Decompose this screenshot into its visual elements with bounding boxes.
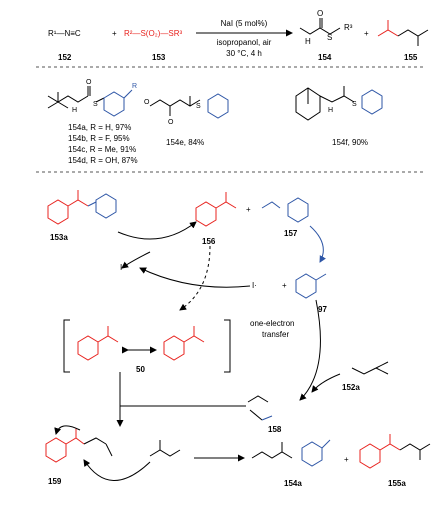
- product-155-structure: [377, 20, 429, 46]
- compound-158: [247, 395, 273, 421]
- plus-sign: +: [112, 29, 117, 38]
- structure-154f: H S: [295, 86, 383, 121]
- arrow-153a-to-156: [117, 221, 197, 240]
- plus-mech-1: +: [246, 205, 251, 214]
- compound-157: [261, 197, 309, 223]
- structure-154a-d: H O S R: [47, 79, 137, 117]
- label-158: 158: [268, 425, 282, 434]
- label-153: 153: [152, 53, 166, 62]
- label-157: 157: [284, 229, 298, 238]
- label-159: 159: [48, 477, 62, 486]
- svg-text:S: S: [196, 103, 201, 110]
- one-electron-label: one-electron: [250, 319, 294, 328]
- label-155: 155: [404, 53, 418, 62]
- product-154-structure: H O S R³: [299, 9, 353, 46]
- bracket-right: [224, 319, 231, 373]
- svg-text:H: H: [328, 107, 333, 114]
- svg-text:R³: R³: [344, 23, 353, 32]
- reagent-153-formula: R²—S(O₂)—SR³: [124, 29, 183, 38]
- compound-152a: [351, 361, 389, 375]
- structure-154e: O O S: [144, 93, 229, 126]
- arrow-iodide-release: [121, 251, 151, 269]
- mechanism: 153a 156 + 157 I⁻ I· + 97: [45, 190, 431, 488]
- example-154c: 154c, R = Me, 91%: [68, 145, 136, 154]
- label-155a: 155a: [388, 479, 406, 488]
- svg-text:O: O: [168, 119, 174, 126]
- svg-text:S: S: [352, 101, 357, 108]
- isopropanol: [83, 440, 181, 481]
- solvent: isopropanol, air: [217, 38, 272, 47]
- svg-text:R: R: [132, 83, 137, 90]
- compound-50: [77, 326, 205, 361]
- bracket-left: [63, 319, 70, 373]
- label-154: 154: [318, 53, 332, 62]
- example-154d: 154d, R = OH, 87%: [68, 156, 138, 165]
- plus-sign-2: +: [364, 29, 369, 38]
- svg-text:S: S: [93, 101, 98, 108]
- svg-text:S: S: [327, 33, 332, 42]
- top-reaction: R¹—N≡C 152 + R²—S(O₂)—SR³ 153 NaI (5 mol…: [48, 9, 429, 62]
- compound-153a: [47, 190, 117, 225]
- label-154a-final: 154a: [284, 479, 302, 488]
- svg-text:H: H: [72, 107, 77, 114]
- compound-156: [195, 192, 237, 227]
- arrow-157-to-97: [309, 225, 326, 263]
- iodine-radical: I·: [252, 281, 257, 290]
- svg-text:H: H: [305, 37, 311, 46]
- example-154a: 154a, R = H, 97%: [68, 123, 131, 132]
- compound-159: [45, 425, 113, 463]
- example-154b: 154b, R = F, 95%: [68, 134, 130, 143]
- label-50: 50: [136, 365, 145, 374]
- label-152: 152: [58, 53, 72, 62]
- label-156: 156: [202, 237, 216, 246]
- svg-text:O: O: [86, 79, 92, 86]
- conditions: 30 °C, 4 h: [226, 49, 262, 58]
- compound-155a: [359, 434, 431, 469]
- svg-text:O: O: [144, 99, 150, 106]
- example-154e: 154e, 84%: [166, 138, 204, 147]
- label-153a: 153a: [50, 233, 68, 242]
- transfer-label: transfer: [262, 330, 289, 339]
- iodide-anion: I⁻: [120, 263, 126, 272]
- arrow-97-to-158: [299, 299, 321, 401]
- label-97: 97: [318, 305, 327, 314]
- example-154f: 154f, 90%: [332, 138, 368, 147]
- arrow-iodine-cycle: [139, 267, 251, 288]
- reagent-152-formula: R¹—N≡C: [48, 29, 81, 38]
- plus-mech-3: +: [344, 455, 349, 464]
- arrow-152a-to-158: [311, 373, 341, 393]
- catalyst: NaI (5 mol%): [221, 19, 268, 28]
- compound-154a-final: [251, 439, 331, 467]
- examples-section: H O S R 154a, R = H, 97% 154b, R = F, 95…: [47, 79, 383, 165]
- arrow-156-to-50: [179, 245, 211, 311]
- svg-text:O: O: [317, 9, 323, 18]
- compound-97: [295, 273, 327, 299]
- plus-mech-2: +: [282, 281, 287, 290]
- label-152a: 152a: [342, 383, 360, 392]
